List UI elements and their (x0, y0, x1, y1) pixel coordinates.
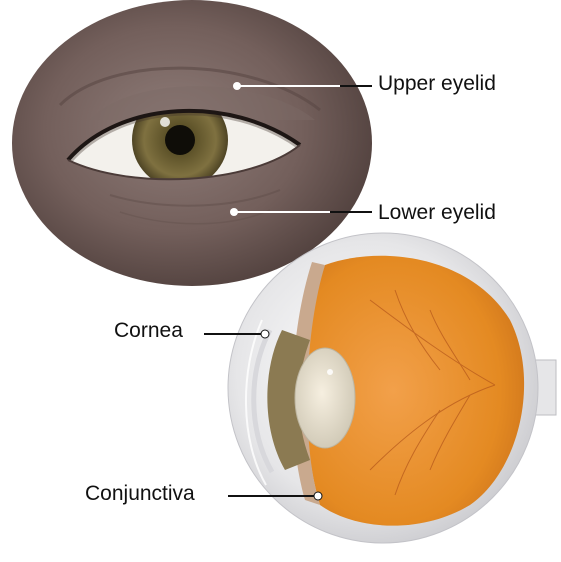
lower-eyelid-label: Lower eyelid (378, 202, 496, 223)
external-eye-view (12, 0, 372, 286)
cornea-label: Cornea (114, 320, 183, 341)
eye-highlight (160, 117, 170, 127)
upper-eyelid-label: Upper eyelid (378, 73, 496, 94)
lens (295, 348, 355, 448)
conjunctiva-marker (314, 492, 322, 500)
conjunctiva-label: Conjunctiva (85, 483, 195, 504)
pupil (165, 125, 195, 155)
cornea-marker (261, 330, 269, 338)
